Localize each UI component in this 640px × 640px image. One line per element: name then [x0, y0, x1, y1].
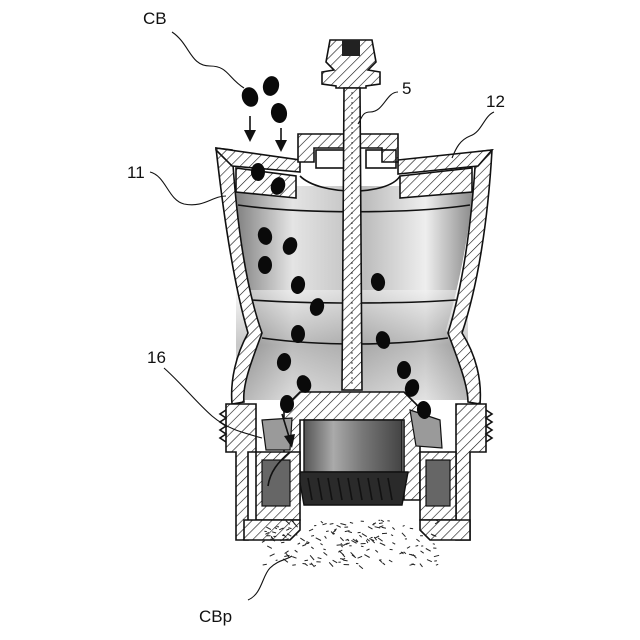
powder-particle — [324, 552, 328, 555]
powder-particle — [379, 560, 382, 561]
powder-particle — [373, 523, 376, 524]
powder-particle — [337, 545, 341, 546]
powder-particle — [285, 551, 289, 554]
powder-particle — [343, 560, 347, 561]
powder-particle — [378, 538, 383, 541]
powder-particle — [276, 560, 278, 561]
label-12: 12 — [486, 92, 505, 111]
powder-particle — [392, 527, 394, 529]
powder-particle — [416, 539, 419, 542]
leader-11 — [150, 172, 226, 205]
powder-particle — [321, 521, 323, 523]
bean-chamber-13 — [280, 395, 294, 413]
powder-particle — [389, 560, 392, 562]
powder-particle — [281, 542, 284, 543]
bean-falling-1 — [239, 85, 261, 109]
powder-particle — [402, 533, 406, 537]
powder-particle — [311, 536, 314, 537]
powder-particle — [311, 563, 314, 567]
powder-particle — [403, 525, 405, 526]
inner-burr-assembly — [244, 392, 470, 540]
powder-particle — [367, 539, 370, 541]
powder-particle — [420, 564, 423, 567]
powder-particle — [337, 525, 341, 527]
powder-particle — [426, 549, 431, 552]
powder-particle — [433, 544, 435, 545]
bean-chamber-10 — [397, 361, 411, 379]
powder-particle — [329, 562, 333, 566]
powder-particle — [326, 531, 329, 532]
powder-particle — [323, 524, 327, 525]
powder-particle — [366, 540, 368, 543]
powder-particle — [292, 565, 296, 566]
leader-cb — [172, 32, 244, 88]
label-cb: CB — [143, 9, 167, 28]
powder-particle — [379, 523, 383, 524]
powder-particle — [340, 524, 346, 526]
powder-particle — [333, 560, 338, 563]
ground-coffee-particles — [262, 520, 439, 569]
powder-particle — [407, 547, 410, 549]
label-cbp: CBp — [199, 607, 232, 626]
powder-particle — [316, 538, 321, 541]
powder-particle — [364, 555, 369, 558]
powder-particle — [300, 538, 304, 541]
powder-particle — [270, 554, 275, 556]
powder-particle — [310, 555, 314, 560]
powder-particle — [292, 557, 296, 559]
powder-particle — [320, 544, 322, 545]
powder-particle — [382, 527, 386, 528]
powder-particle — [366, 549, 369, 550]
powder-particle — [323, 549, 325, 550]
powder-particle — [348, 532, 352, 533]
bean-chamber-3 — [258, 256, 272, 274]
powder-particle — [416, 546, 419, 547]
powder-particle — [392, 543, 395, 545]
powder-particle — [359, 535, 361, 537]
powder-particle — [318, 558, 322, 559]
label-11: 11 — [127, 163, 145, 182]
powder-particle — [427, 560, 432, 562]
powder-particle — [368, 527, 373, 530]
bean-hopper-1 — [251, 163, 265, 181]
powder-particle — [383, 563, 386, 565]
bean-falling-3 — [269, 102, 288, 124]
powder-particle — [361, 546, 364, 547]
leader-cbp — [248, 556, 292, 600]
label-16: 16 — [147, 348, 166, 367]
powder-particle — [381, 520, 384, 522]
powder-particle — [267, 546, 272, 549]
leader-5 — [358, 92, 398, 124]
powder-particle — [295, 550, 298, 552]
powder-particle — [350, 522, 353, 523]
powder-particle — [379, 526, 383, 527]
powder-particle — [302, 545, 306, 547]
powder-particle — [359, 566, 363, 569]
powder-particle — [434, 555, 439, 556]
powder-particle — [375, 550, 378, 552]
powder-particle — [358, 556, 363, 558]
powder-particle — [436, 564, 438, 565]
powder-particle — [404, 552, 406, 554]
powder-particle — [310, 564, 312, 565]
powder-particle — [311, 547, 313, 549]
powder-particle — [330, 524, 334, 525]
powder-particle — [298, 543, 300, 544]
bean-falling-2 — [261, 74, 282, 97]
bean-chamber-7 — [291, 325, 305, 343]
powder-particle — [340, 537, 343, 541]
label-5: 5 — [402, 79, 411, 98]
powder-particle — [262, 541, 265, 543]
powder-particle — [391, 535, 393, 536]
powder-particle — [263, 564, 267, 565]
powder-particle — [410, 528, 413, 529]
powder-particle — [325, 536, 327, 539]
powder-particle — [421, 551, 424, 553]
powder-particle — [362, 534, 367, 537]
powder-particle — [309, 529, 313, 531]
powder-particle — [305, 560, 309, 561]
powder-particle — [380, 543, 385, 546]
powder-particle — [305, 543, 309, 544]
